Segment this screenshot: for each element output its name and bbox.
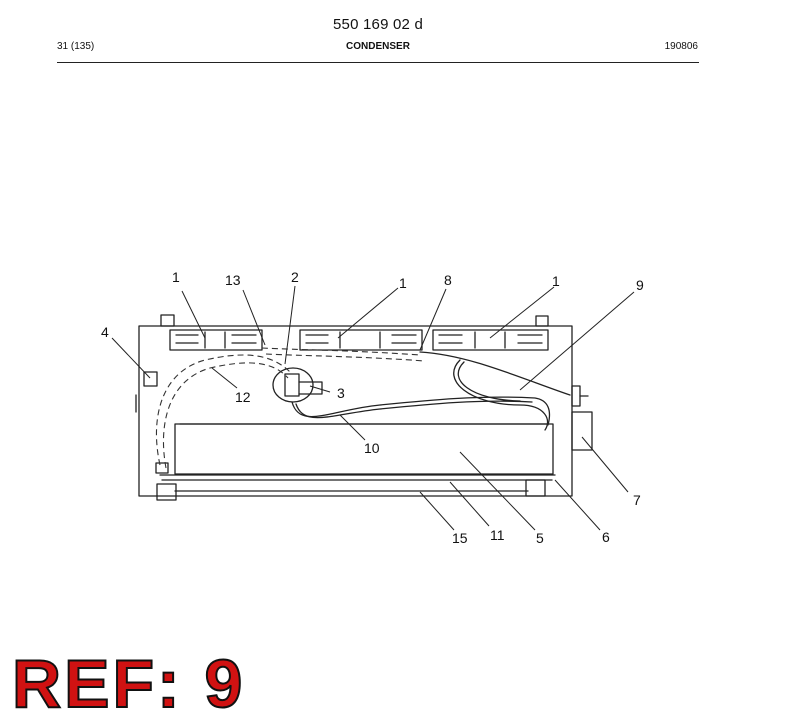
callout-label: 1 — [172, 269, 180, 285]
callout-label: 15 — [452, 530, 468, 546]
callout-label: 12 — [235, 389, 251, 405]
fitting-7 — [571, 385, 581, 407]
mount-tab-right — [535, 315, 549, 327]
header-rule — [57, 62, 699, 63]
wiring-harness — [155, 347, 426, 469]
callout-label: 9 — [636, 277, 644, 293]
callout-label: 7 — [633, 492, 641, 508]
date-code: 190806 — [664, 41, 698, 52]
callout-label: 8 — [444, 272, 452, 288]
reference-stamp: REF: 9 — [11, 646, 246, 722]
callout-label: 6 — [602, 529, 610, 545]
pressure-switch — [272, 367, 314, 403]
fan-left — [169, 329, 263, 351]
callout-label: 3 — [337, 385, 345, 401]
housing-foot-right — [525, 479, 546, 497]
callout-label: 1 — [552, 273, 560, 289]
outlet-7 — [571, 411, 593, 451]
section-title: CONDENSER — [346, 41, 410, 52]
condenser-housing — [138, 325, 573, 497]
fan-middle — [299, 329, 423, 351]
callout-label: 10 — [364, 440, 380, 456]
housing-foot-left — [156, 483, 177, 501]
hose-9 — [419, 351, 571, 431]
mount-tab-left — [160, 314, 175, 327]
hose-10 — [291, 396, 551, 426]
callout-label: 5 — [536, 530, 544, 546]
callout-label: 11 — [490, 527, 505, 543]
leader-lines — [111, 285, 635, 531]
callout-label: 1 — [399, 275, 407, 291]
fan-right — [432, 329, 549, 351]
callout-label: 2 — [291, 269, 299, 285]
page-number: 31 (135) — [57, 41, 95, 52]
connector-4 — [143, 371, 158, 387]
document-number: 550 169 02 d — [333, 16, 423, 33]
callout-label: 4 — [101, 324, 109, 340]
callout-label: 13 — [225, 272, 241, 288]
